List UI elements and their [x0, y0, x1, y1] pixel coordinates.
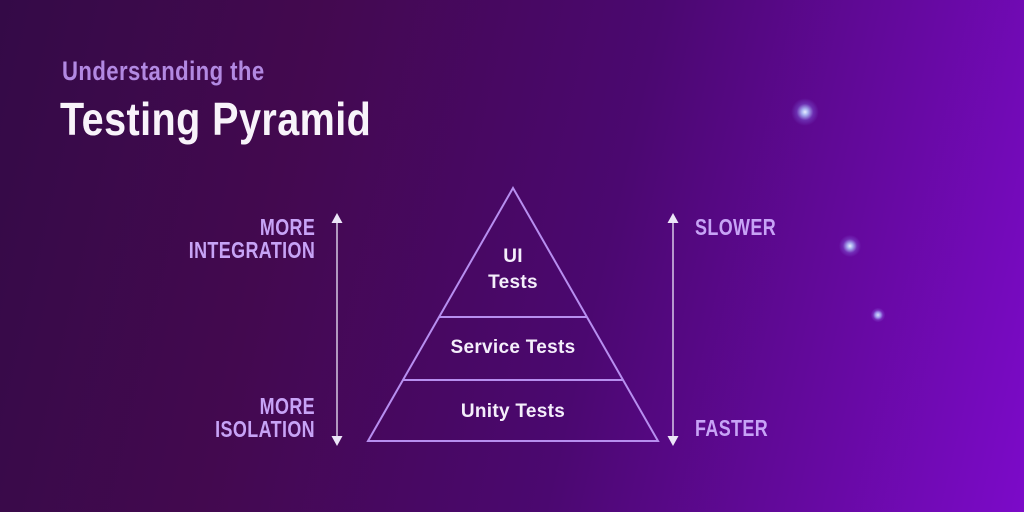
pyramid-level-line: Tests — [488, 272, 538, 293]
axis-label-more-integration: MORE INTEGRATION — [188, 216, 315, 262]
pyramid-level-line: UI — [503, 246, 523, 267]
axis-label-line: INTEGRATION — [188, 237, 315, 263]
title-eyebrow: Understanding the — [62, 56, 265, 86]
pyramid-level-service-tests: Service Tests — [450, 337, 576, 358]
arrow-down-icon — [667, 436, 679, 446]
left-axis-arrow — [331, 213, 343, 446]
arrow-up-icon — [667, 213, 679, 223]
right-axis-arrow — [667, 213, 679, 446]
axis-label-slower: SLOWER — [695, 214, 777, 240]
axis-label-more-isolation: MORE ISOLATION — [215, 395, 315, 441]
axis-label-line: ISOLATION — [215, 416, 315, 442]
pyramid-level-unity-tests: Unity Tests — [460, 401, 566, 422]
sparkle-icon — [871, 308, 885, 322]
sparkle-icon — [791, 98, 819, 126]
arrow-up-icon — [331, 213, 343, 223]
axis-label-line: MORE — [259, 393, 315, 419]
page-title: Testing Pyramid — [60, 93, 372, 145]
axis-label-line: MORE — [259, 214, 315, 240]
arrow-down-icon — [331, 436, 343, 446]
pyramid-outline — [366, 185, 660, 442]
axis-label-faster: FASTER — [695, 415, 769, 441]
pyramid-level-ui-tests: UI Tests — [413, 244, 613, 296]
sparkle-icon — [839, 235, 861, 257]
